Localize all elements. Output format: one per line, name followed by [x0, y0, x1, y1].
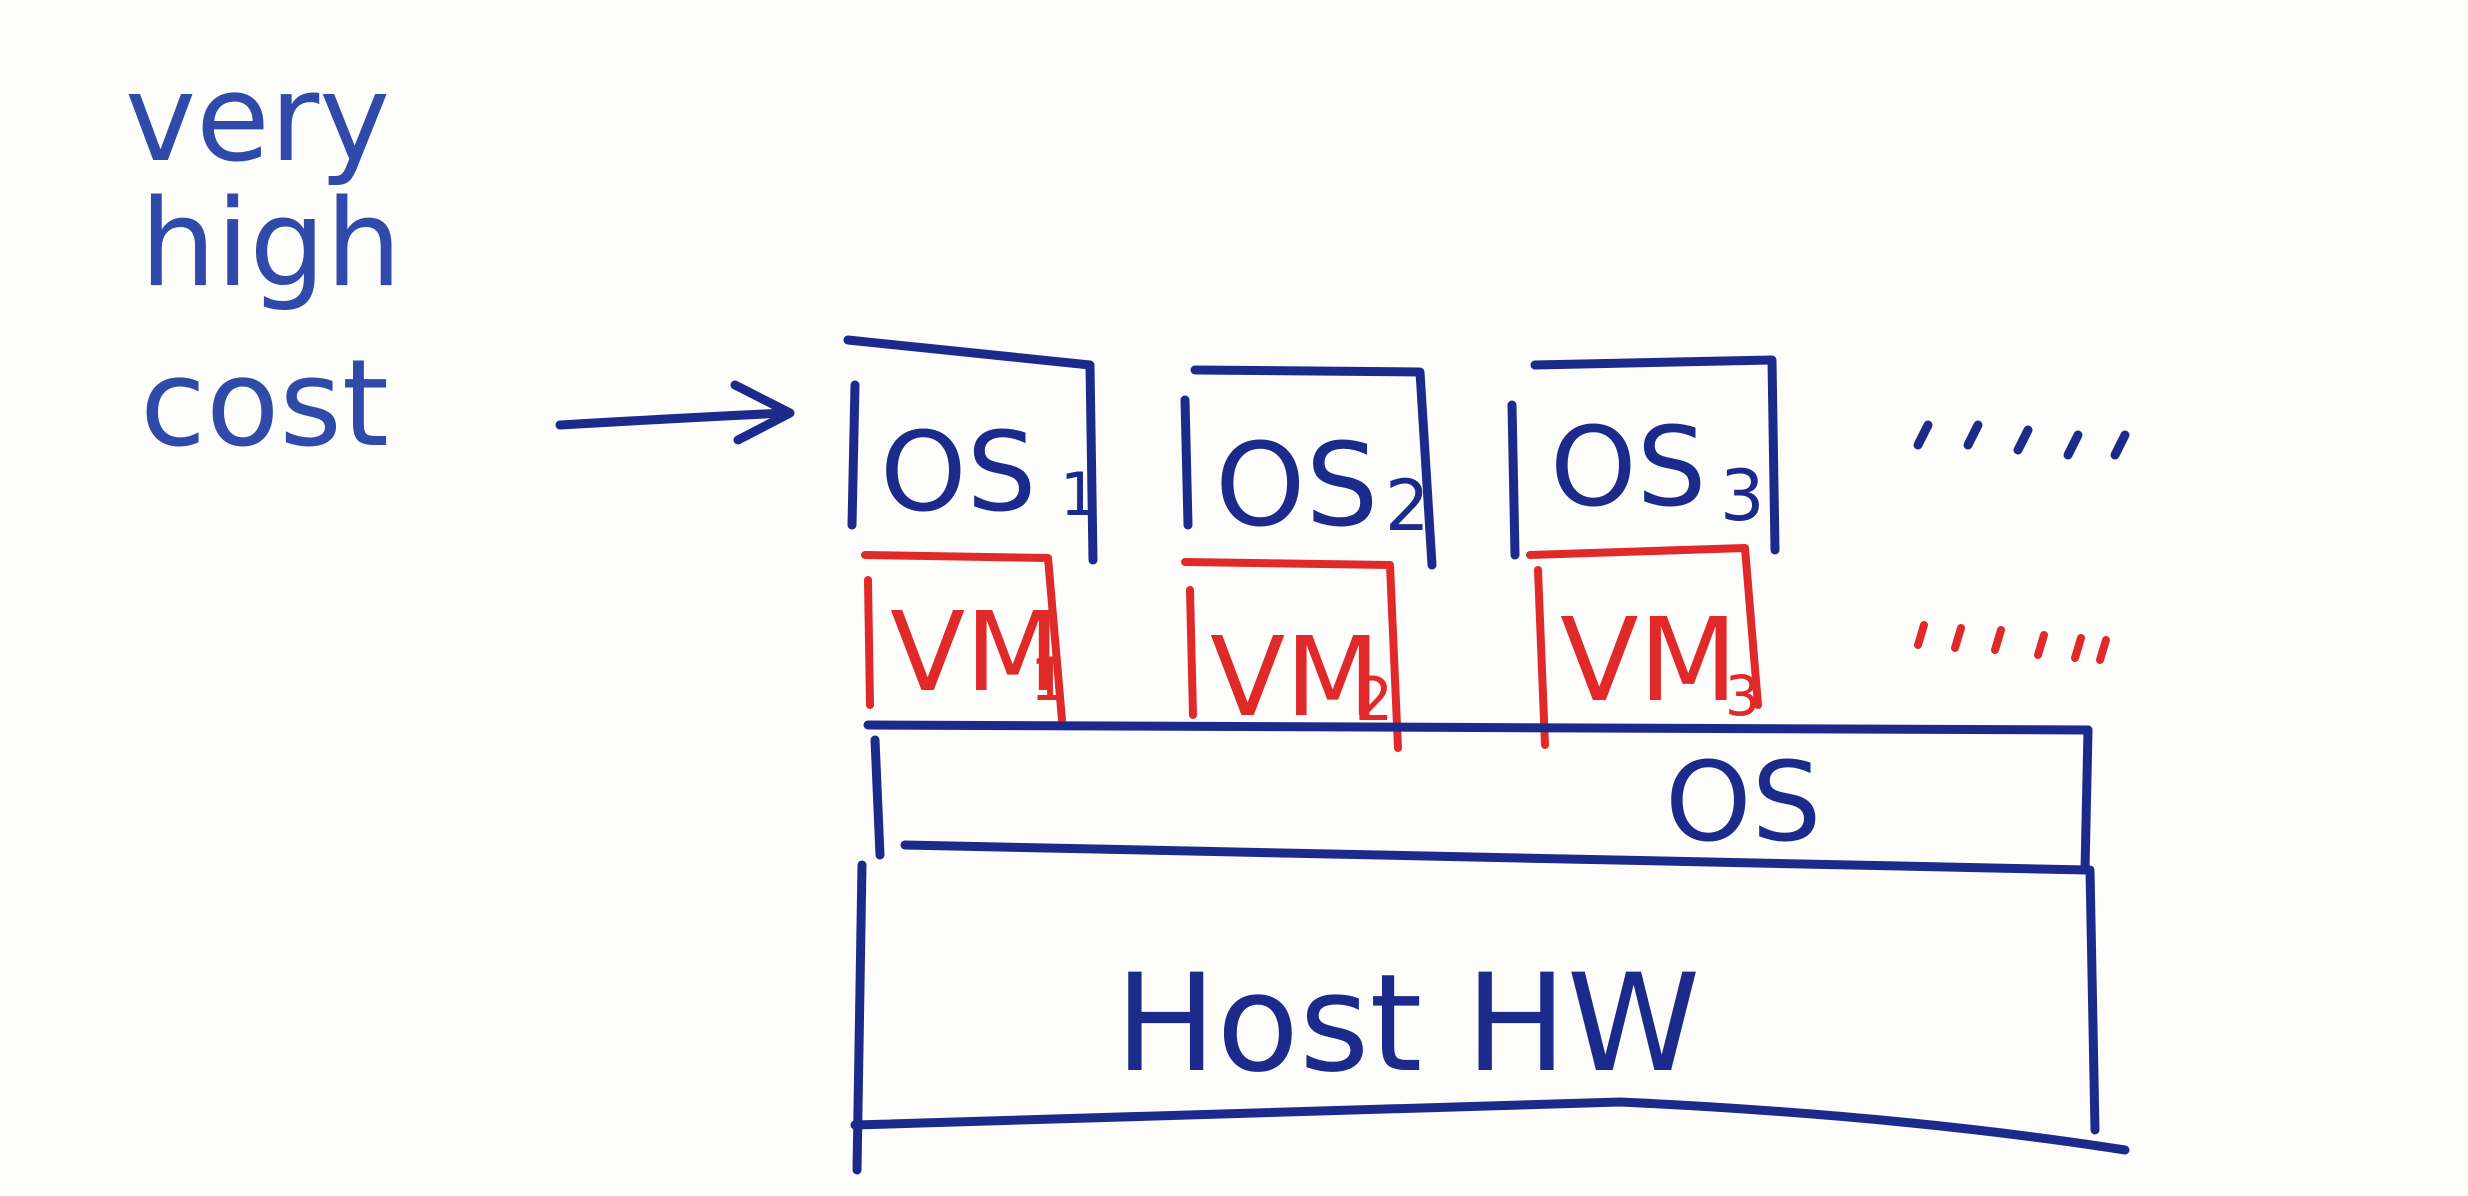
- guest-os-label-3: OS: [1550, 403, 1706, 531]
- guest-os-box-1: OS 1: [843, 335, 1098, 565]
- vm-box-3: VM 3: [1526, 544, 1762, 749]
- vm-box-2: VM 2: [1181, 558, 1402, 752]
- vm-continuation-marks: [1914, 621, 2110, 664]
- arrow-right-icon: [555, 380, 795, 445]
- vm-label-2: VM: [1210, 613, 1380, 741]
- vm-label-1: VM: [890, 588, 1060, 716]
- vm-label-3: VM: [1560, 594, 1738, 728]
- vm-sub-3: 3: [1725, 664, 1760, 728]
- vm-row: VM 1 VM 2 VM 3: [861, 544, 2110, 752]
- cost-note: very high cost: [125, 50, 402, 474]
- host-os-layer: OS: [863, 720, 2093, 875]
- guest-os-continuation-marks: [1913, 420, 2130, 460]
- note-line-3: cost: [140, 335, 389, 474]
- host-os-label: OS: [1665, 738, 1821, 866]
- guest-os-sub-3: 3: [1720, 455, 1765, 537]
- host-hw-layer: Host HW: [850, 860, 2130, 1175]
- guest-os-sub-1: 1: [1060, 460, 1098, 530]
- guest-os-box-2: OS 2: [1180, 365, 1437, 570]
- guest-os-box-3: OS 3: [1507, 355, 1780, 560]
- host-hw-label: Host HW: [1115, 945, 1700, 1102]
- vm-box-1: VM 1: [861, 551, 1068, 724]
- guest-os-label-2: OS: [1215, 419, 1379, 553]
- note-line-2: high: [140, 175, 402, 314]
- guest-os-row: OS 1 OS 2 OS 3: [843, 335, 2130, 570]
- guest-os-sub-2: 2: [1385, 465, 1430, 547]
- note-line-1: very: [125, 50, 390, 189]
- vm-sub-1: 1: [1030, 645, 1068, 715]
- guest-os-label-1: OS: [880, 408, 1036, 536]
